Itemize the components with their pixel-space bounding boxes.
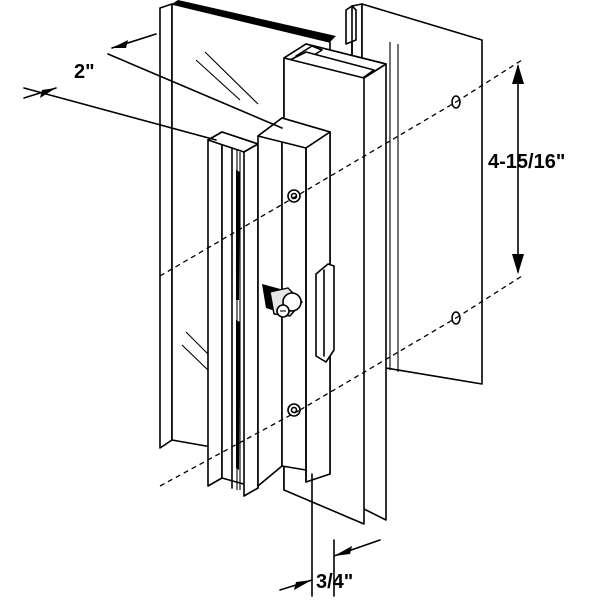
latch-housing xyxy=(257,117,335,487)
handle-grip xyxy=(207,131,259,497)
dimension-label-hole-spacing: 4-15/16" xyxy=(488,151,565,173)
dimension-hole-spacing: 4-15/16" xyxy=(159,59,565,487)
dimension-handle-offset: 2" xyxy=(23,33,283,141)
dimension-thickness: 3/4" xyxy=(279,473,381,597)
dimension-label-thickness: 3/4" xyxy=(316,571,353,593)
dimension-label-2in: 2" xyxy=(74,61,95,83)
thumb-latch-icon xyxy=(262,284,303,318)
